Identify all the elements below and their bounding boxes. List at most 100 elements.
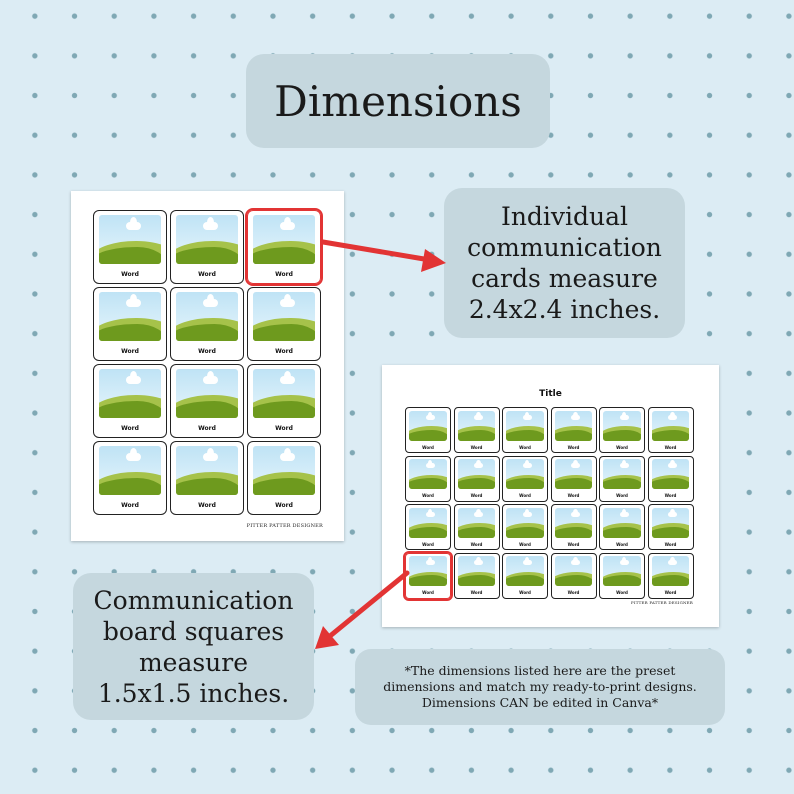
card-word-label: Word <box>519 541 531 547</box>
hill-shape <box>99 477 161 496</box>
landscape-placeholder-image <box>651 410 690 441</box>
hill-shape <box>457 575 496 587</box>
landscape-placeholder-image <box>603 507 641 538</box>
cloud-icon <box>668 412 678 420</box>
landscape-placeholder-image <box>409 459 447 490</box>
cloud-icon <box>425 460 435 469</box>
hill-shape <box>176 323 238 342</box>
communication-card: Word <box>170 364 244 438</box>
landscape-placeholder-image <box>603 459 641 490</box>
landscape-placeholder-image <box>99 215 161 265</box>
cloud-icon <box>619 460 629 469</box>
hill-shape <box>506 575 544 587</box>
landscape-placeholder-image <box>253 369 315 419</box>
board-square: Word <box>453 407 500 453</box>
cloud-icon <box>280 448 296 461</box>
communication-card: Word <box>247 364 321 438</box>
card-word-label: Word <box>519 590 531 596</box>
landscape-placeholder-image <box>253 446 315 496</box>
board-square: Word <box>453 552 500 599</box>
hill-shape <box>651 526 690 538</box>
hill-shape <box>554 526 593 538</box>
landscape-placeholder-image <box>253 292 315 342</box>
cloud-icon <box>474 557 484 566</box>
hill-shape <box>409 478 447 490</box>
communication-card: Word <box>170 287 244 361</box>
board-square-highlighted: Word <box>403 550 453 601</box>
communication-card-highlighted: Word <box>245 208 323 286</box>
cloud-icon <box>619 509 629 517</box>
hill-shape <box>99 246 161 265</box>
communication-card: Word <box>93 441 167 515</box>
cloud-icon <box>280 294 296 307</box>
cloud-icon <box>522 557 532 566</box>
landscape-placeholder-image <box>457 556 496 587</box>
landscape-placeholder-image <box>176 369 238 419</box>
cloud-icon <box>203 217 219 230</box>
cloud-icon <box>474 509 484 517</box>
landscape-placeholder-image <box>457 507 496 538</box>
board-square: Word <box>647 504 694 550</box>
card-word-label: Word <box>664 590 677 596</box>
cloud-icon <box>425 509 435 517</box>
landscape-placeholder-image <box>651 556 690 587</box>
cloud-icon <box>571 460 581 469</box>
hill-shape <box>651 478 690 490</box>
card-word-label: Word <box>567 541 580 547</box>
hill-shape <box>506 526 544 538</box>
card-word-label: Word <box>616 590 628 596</box>
cloud-icon <box>280 371 296 384</box>
landscape-placeholder-image <box>506 507 544 538</box>
card-word-label: Word <box>519 444 531 450</box>
landscape-placeholder-image <box>253 215 315 265</box>
card-word-label: Word <box>275 501 293 509</box>
card-word-label: Word <box>470 541 483 547</box>
hill-shape <box>603 478 641 490</box>
landscape-placeholder-image <box>409 507 447 538</box>
landscape-placeholder-image <box>554 459 593 490</box>
dimensions-note-callout: *The dimensions listed here are the pres… <box>355 649 725 725</box>
card-word-label: Word <box>616 541 628 547</box>
board-square: Word <box>647 455 694 502</box>
cloud-icon <box>474 460 484 469</box>
board-square: Word <box>502 552 548 599</box>
hill-shape <box>253 323 315 342</box>
landscape-placeholder-image <box>457 459 496 490</box>
hill-shape <box>409 575 447 587</box>
card-word-label: Word <box>664 493 677 499</box>
board-square: Word <box>453 455 500 502</box>
landscape-placeholder-image <box>554 556 593 587</box>
landscape-placeholder-image <box>651 459 690 490</box>
board-square: Word <box>599 407 645 453</box>
landscape-placeholder-image <box>409 556 447 587</box>
cloud-icon <box>522 412 532 420</box>
board-square: Word <box>550 504 597 550</box>
board-square: Word <box>453 504 500 550</box>
hill-shape <box>99 400 161 419</box>
cloud-icon <box>126 371 142 384</box>
board-square: Word <box>502 455 548 502</box>
cloud-icon <box>203 371 219 384</box>
board-square: Word <box>550 407 597 453</box>
hill-shape <box>554 575 593 587</box>
card-word-label: Word <box>470 493 483 499</box>
card-word-label: Word <box>275 424 293 432</box>
cloud-icon <box>571 557 581 566</box>
cloud-icon <box>474 412 484 420</box>
board-square: Word <box>647 407 694 453</box>
hill-shape <box>603 526 641 538</box>
hill-shape <box>457 429 496 441</box>
hill-shape <box>457 526 496 538</box>
cloud-icon <box>126 448 142 461</box>
hill-shape <box>409 429 447 441</box>
card-word-label: Word <box>275 347 293 355</box>
card-word-label: Word <box>519 493 531 499</box>
card-word-label: Word <box>121 424 139 432</box>
hill-shape <box>253 400 315 419</box>
board-square: Word <box>405 407 451 453</box>
cloud-icon <box>126 294 142 307</box>
card-word-label: Word <box>470 444 483 450</box>
board-square: Word <box>550 552 597 599</box>
board-square: Word <box>599 455 645 502</box>
